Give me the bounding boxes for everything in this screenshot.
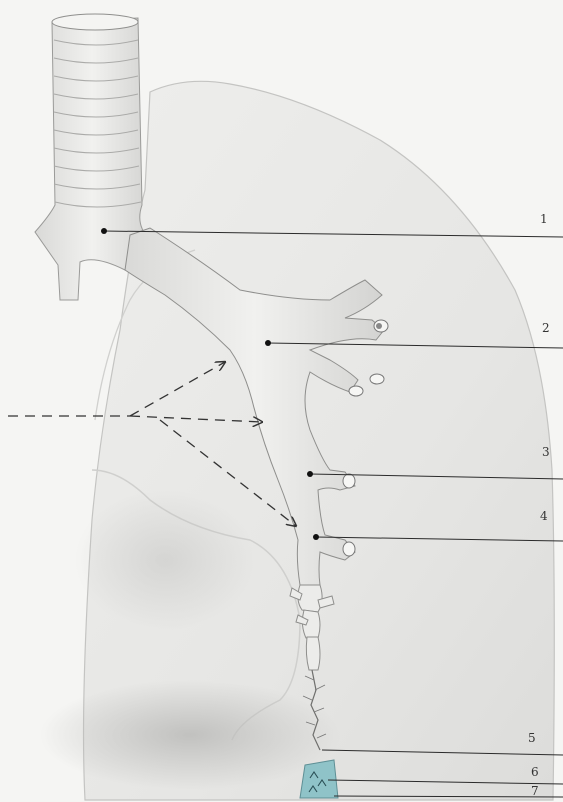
hilum-shadow [75, 490, 255, 630]
label-4: 4 [540, 509, 548, 523]
label-3: 3 [542, 445, 550, 459]
label-2: 2 [542, 321, 550, 335]
label-5: 5 [528, 731, 536, 745]
label-1: 1 [540, 212, 548, 226]
label-7: 7 [531, 784, 539, 798]
label-6: 6 [531, 765, 539, 779]
base-shadow [40, 680, 340, 790]
alveolar-sac [300, 760, 338, 798]
